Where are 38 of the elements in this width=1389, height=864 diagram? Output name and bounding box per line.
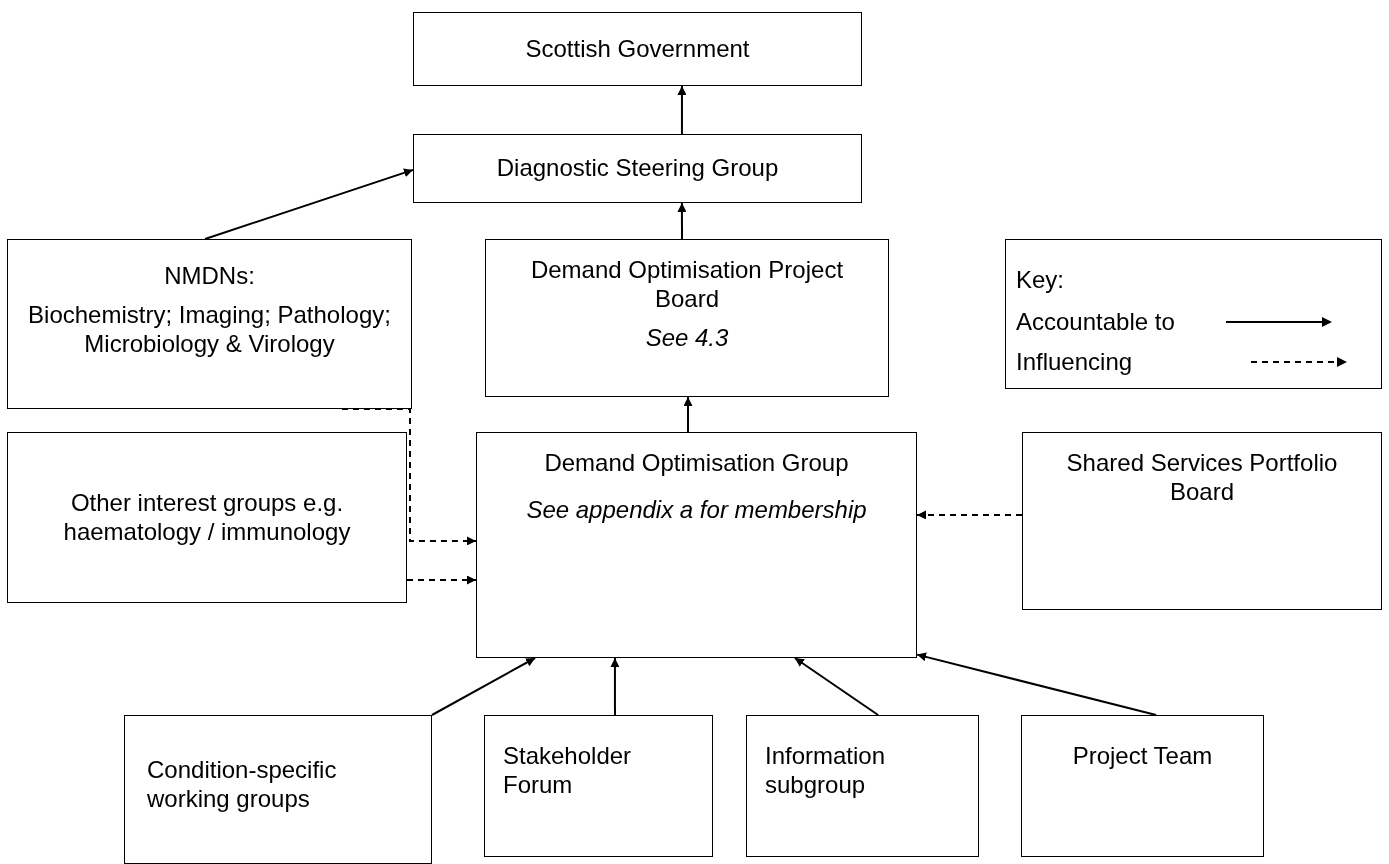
node-title: Scottish Government [524, 34, 751, 64]
node-title: Project Team [1071, 742, 1214, 771]
node-title: Stakeholder Forum [503, 742, 633, 800]
node-title: Diagnostic Steering Group [495, 154, 780, 183]
arrow [431, 657, 537, 716]
legend-text: Accountable to [1016, 308, 1175, 336]
node-title: Demand Optimisation Group [543, 449, 850, 478]
interest-groups-box [7, 432, 407, 603]
dashed-arrow [916, 510, 1023, 520]
working-groups-box [124, 715, 432, 864]
optimisation-group-box [476, 432, 917, 658]
forum-box [484, 715, 713, 857]
arrow [683, 396, 693, 433]
arrow [610, 657, 620, 716]
government-box [413, 12, 862, 86]
arrow [677, 202, 687, 240]
network-box [7, 239, 412, 409]
node-title: Other interest groups e.g. haematology / immunology [62, 488, 352, 547]
node-note: Biochemistry; Imaging; Pathology; Microbiology & Virology [27, 300, 392, 359]
node-title: Information subgroup [765, 742, 887, 800]
node-title: Shared Services Portfolio Board [1065, 449, 1339, 507]
arrow [916, 652, 1158, 716]
arrow [677, 85, 687, 135]
dashed-arrow [406, 575, 477, 585]
node-note: See 4.3 [644, 323, 730, 353]
key-heading: Key: [1016, 266, 1065, 294]
project-team-box [1021, 715, 1264, 857]
node-note: See appendix a for membership [525, 495, 868, 525]
arrow [204, 168, 414, 240]
project-board-box [485, 239, 889, 397]
node-title: Demand Optimisation Project Board [529, 256, 845, 314]
node-title: Condition-specific working groups [147, 756, 338, 814]
node-title: NMDNs: [163, 262, 256, 291]
legend-text: Influencing [1016, 348, 1133, 376]
subgroup-box [746, 715, 979, 857]
arrow [793, 657, 880, 716]
portfolio-board-box [1022, 432, 1382, 610]
steering-group-box [413, 134, 862, 203]
